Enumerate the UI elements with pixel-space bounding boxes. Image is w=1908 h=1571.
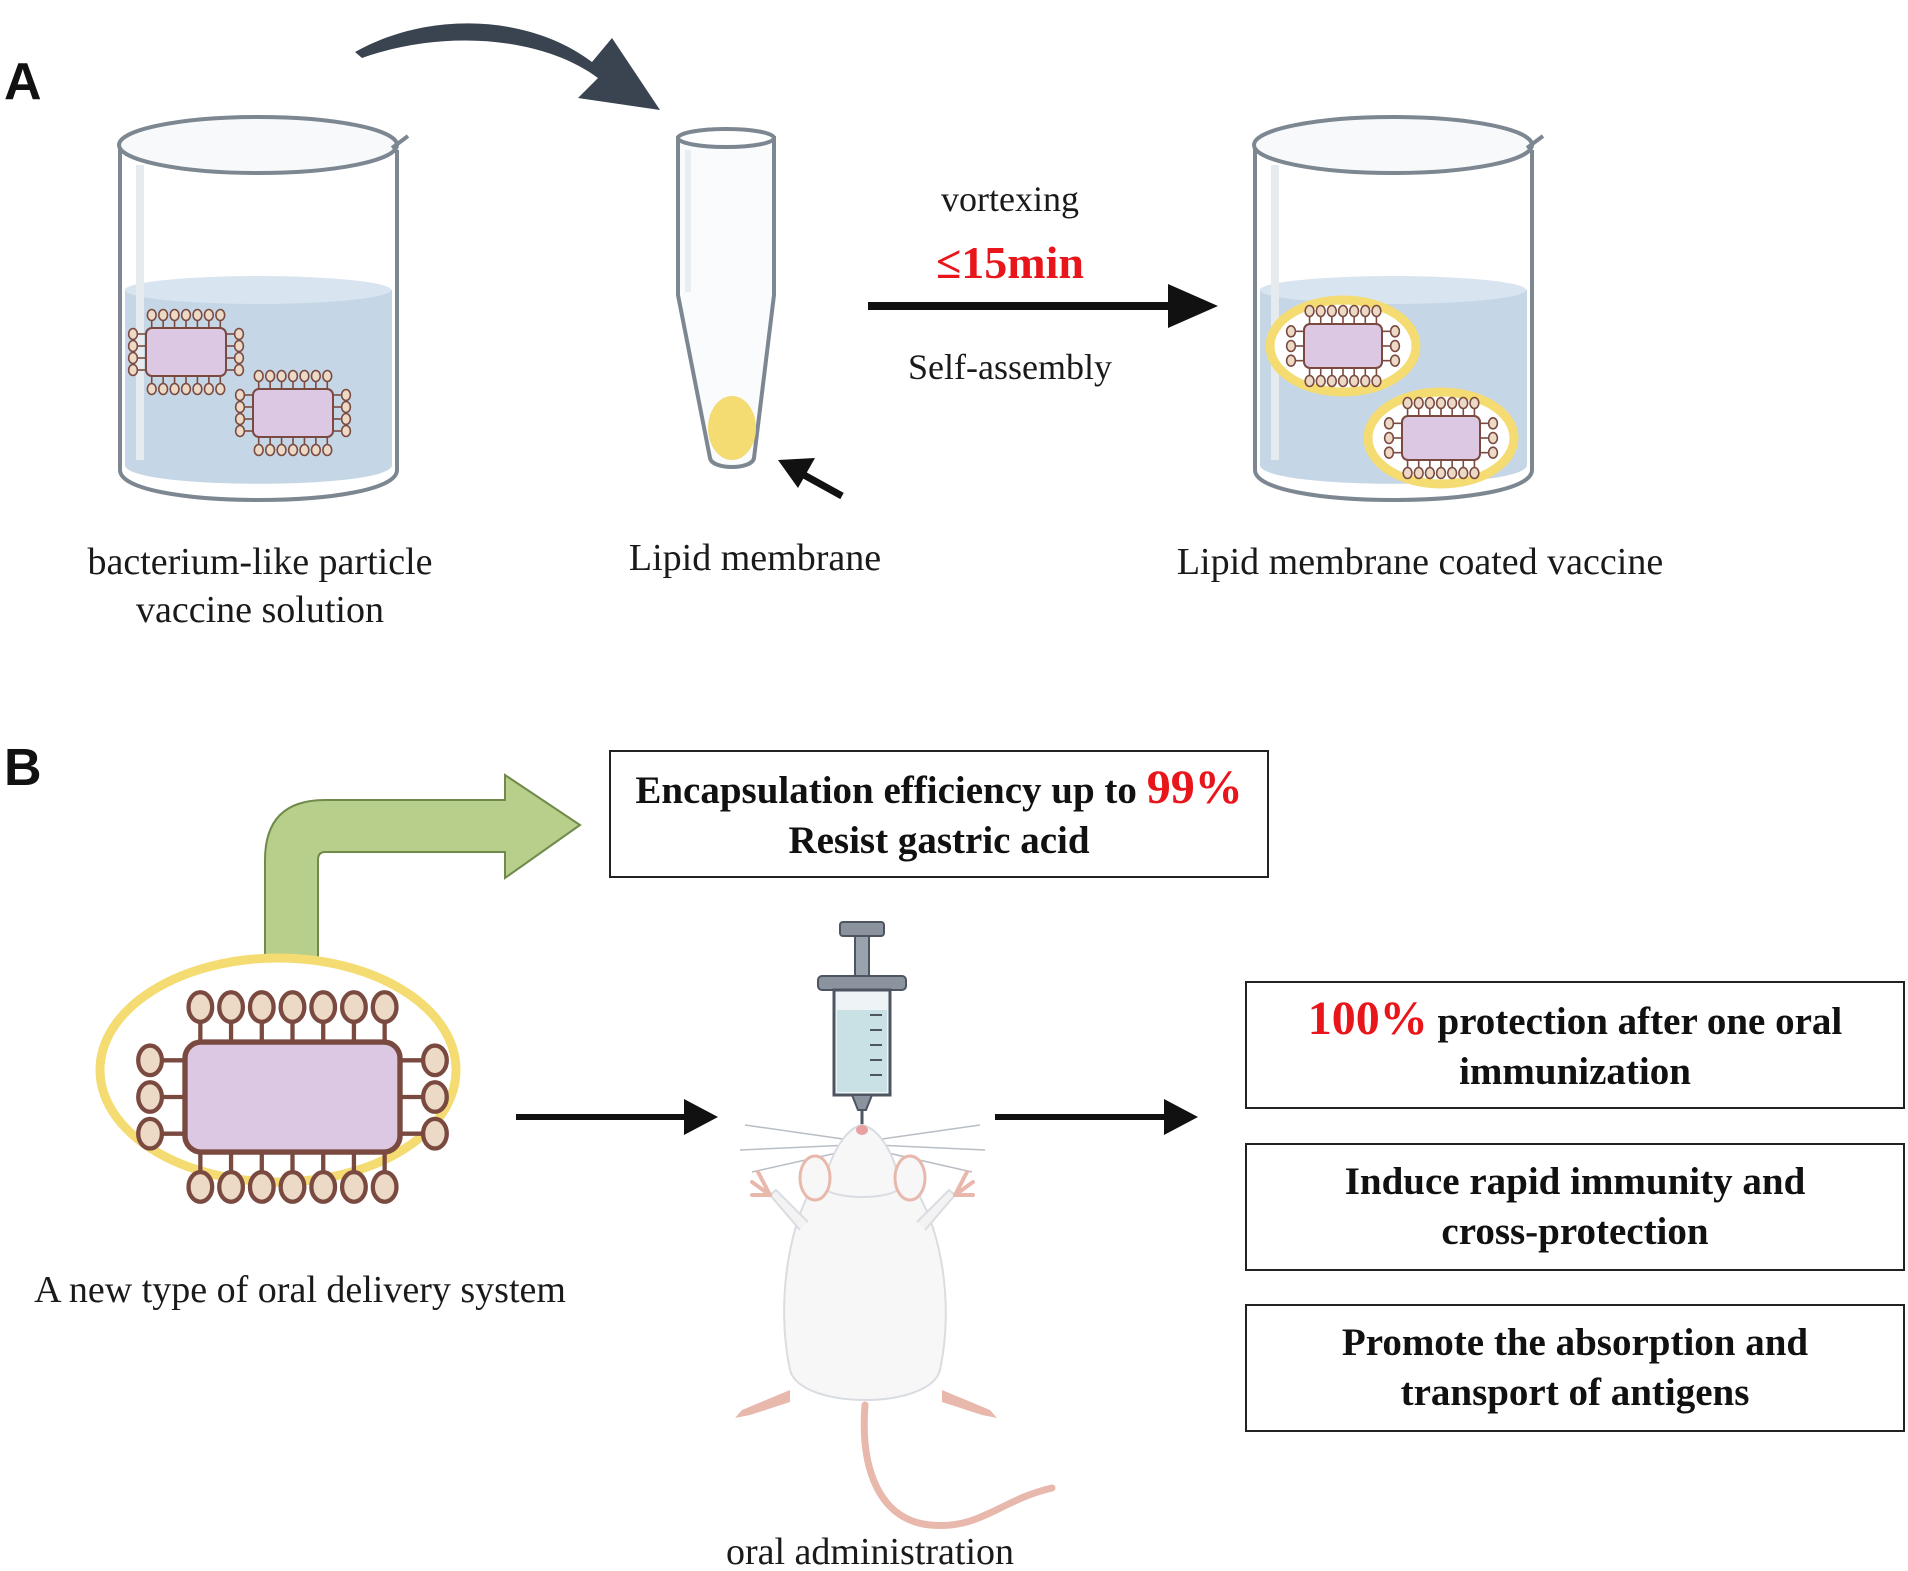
outcome-box-absorption-line1: Promote the absorption and: [1341, 1321, 1809, 1364]
tube-caption: Lipid membrane: [628, 537, 882, 579]
transfer-curved-arrow: [355, 23, 660, 110]
arrow-bottom-label: Self-assembly: [908, 347, 1112, 387]
encapsulation-line2: Resist gastric acid: [788, 818, 1090, 862]
bacterium-like-particle-icon: [1285, 304, 1401, 388]
particle-caption: A new type of oral delivery system: [34, 1269, 566, 1311]
outcome-box-immunity-line1: Induce rapid immunity and: [1344, 1160, 1806, 1203]
outcome-box-protection-line2: immunization: [1459, 1049, 1691, 1093]
beaker-left-caption-line2: vaccine solution: [136, 589, 384, 631]
outcome-box-immunity-line2: cross-protection: [1441, 1210, 1709, 1253]
arrow-top-label: vortexing: [941, 179, 1079, 219]
protection-text: protection after one oral: [1437, 999, 1843, 1043]
arrow-to-mouse: [516, 1099, 718, 1135]
green-bent-arrow: [264, 773, 582, 966]
encapsulation-prefix: Encapsulation efficiency up to: [635, 768, 1137, 812]
encapsulation-box: Encapsulation efficiency up to 99% Resis…: [609, 750, 1269, 878]
outcome-box-absorption-line2: transport of antigens: [1400, 1371, 1750, 1414]
bacterium-like-particle-icon: [127, 308, 245, 396]
bacterium-like-particle-icon: [234, 369, 352, 457]
outcome-box-protection-line1: 100% protection after one oral: [1307, 991, 1843, 1047]
panel-label-b: B: [4, 739, 42, 797]
outcome-box-absorption: Promote the absorption and transport of …: [1245, 1304, 1905, 1432]
outcome-box-immunity: Induce rapid immunity and cross-protecti…: [1245, 1143, 1905, 1271]
vortexing-process-arrow: [868, 284, 1218, 328]
beaker-left-caption-line1: bacterium-like particle: [87, 541, 433, 583]
mouse-caption: oral administration: [725, 1531, 1015, 1571]
bacterium-like-particle-icon: [136, 990, 449, 1204]
protection-value: 100%: [1307, 991, 1428, 1045]
beaker-left-icon: [117, 115, 410, 502]
beaker-right-caption: Lipid membrane coated vaccine: [1176, 541, 1664, 583]
syringe-icon: [817, 921, 907, 1128]
arrow-time-label: ≤15min: [936, 237, 1084, 288]
outcome-box-protection: 100% protection after one oral immunizat…: [1245, 981, 1905, 1109]
lipid-pointer-arrow: [778, 458, 844, 500]
mouse-icon: [735, 1123, 1056, 1530]
encapsulation-value: 99%: [1146, 760, 1243, 814]
panel-label-a: A: [4, 53, 42, 111]
lipid-membrane-tube-icon: [676, 127, 776, 469]
encapsulation-line1: Encapsulation efficiency up to 99%: [635, 760, 1243, 816]
beaker-left-caption: bacterium-like particle vaccine solution: [45, 538, 475, 634]
bacterium-like-particle-icon: [1383, 396, 1499, 480]
arrow-to-outcomes: [995, 1099, 1198, 1135]
